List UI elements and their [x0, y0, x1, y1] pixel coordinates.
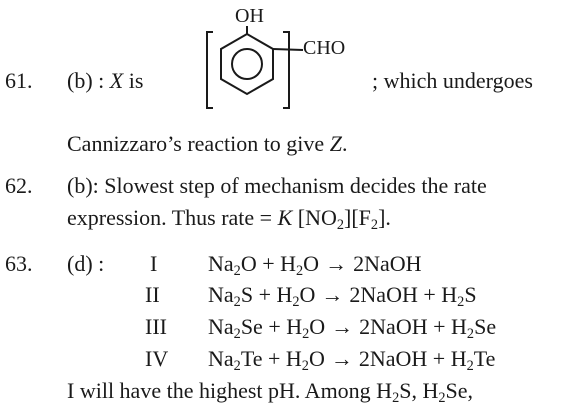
reaction-equation: Na2O + H2O→2NaOH	[208, 251, 422, 279]
product2-end: Te	[473, 346, 496, 371]
q61-option: (b)	[67, 68, 93, 93]
water-end: O	[308, 346, 325, 371]
q61-colon: :	[98, 68, 105, 93]
water: H	[285, 346, 302, 371]
plus-sign: +	[423, 282, 436, 307]
water-sub: 2	[296, 263, 304, 279]
q62-option: (b)	[67, 173, 93, 198]
q62-sub-f2: 2	[370, 217, 379, 233]
product: 2NaOH	[358, 346, 428, 371]
q63-colon: :	[98, 251, 105, 276]
reactant-sub: 2	[233, 326, 241, 342]
plus-sign: +	[432, 346, 446, 371]
plus-sign: +	[268, 314, 281, 339]
q62-k-var: K	[277, 205, 293, 230]
reaction-label: II	[145, 282, 160, 307]
reactant: Na	[208, 251, 234, 276]
q61-rest: ; which undergoes	[372, 68, 533, 93]
plus-sign: +	[267, 346, 281, 371]
q63-option: (d)	[67, 251, 93, 276]
q63-conclusion: I will have the highest pH. Among H2S, H…	[67, 378, 474, 406]
q62-number: 62.	[5, 173, 33, 198]
conclusion-mid: S, H	[399, 378, 439, 403]
water-sub: 2	[292, 294, 300, 310]
plus-sign: +	[258, 282, 271, 307]
reactant-sub: 2	[233, 358, 241, 374]
product2-end: S	[464, 282, 477, 307]
product2-sub: 2	[457, 294, 465, 310]
reactant: Na	[208, 282, 234, 307]
q61-x-var: X	[109, 68, 124, 93]
q62-text1: : Slowest step of mechanism decides the …	[92, 173, 487, 198]
conclusion-sub2: 2	[438, 390, 446, 406]
cho-label: CHO	[303, 37, 346, 59]
water: H	[280, 251, 297, 276]
reactant-end: Te	[240, 346, 263, 371]
q62-f: ][F	[344, 205, 371, 230]
arrow-icon: →	[331, 314, 354, 339]
q61-line1: (b) : X is	[67, 70, 143, 92]
q62-end: ].	[378, 205, 391, 230]
arrow-icon: →	[325, 251, 348, 276]
reactant-end: Se	[240, 314, 263, 339]
product2-sub: 2	[466, 326, 475, 342]
reaction-label: IV	[145, 346, 169, 371]
product2: H	[441, 282, 458, 307]
product2: H	[451, 314, 467, 339]
q61-line2-text: Cannizzaro’s reaction to give	[67, 131, 325, 156]
q61-z-var: Z	[329, 131, 342, 156]
arrow-icon: →	[330, 346, 353, 371]
q63-number: 63.	[5, 251, 33, 276]
reactant-end: O	[240, 251, 257, 276]
reactant: Na	[208, 314, 234, 339]
water-sub: 2	[302, 326, 310, 342]
benzene-ring-icon	[206, 26, 304, 109]
q61-line2: Cannizzaro’s reaction to give Z.	[67, 133, 347, 155]
product2-end: Se	[474, 314, 497, 339]
plus-sign: +	[262, 251, 275, 276]
conclusion-text: I will have the highest pH. Among H	[67, 378, 393, 403]
q61-period: .	[341, 131, 348, 156]
product2-sub: 2	[466, 358, 474, 374]
product: 2NaOH	[359, 314, 428, 339]
plus-sign: +	[433, 314, 446, 339]
water: H	[286, 314, 303, 339]
arrow-icon: →	[321, 282, 344, 307]
q63-option-line: (d) :	[67, 253, 104, 275]
water-sub: 2	[301, 358, 309, 374]
conclusion-end: Se,	[445, 378, 474, 403]
conclusion-sub1: 2	[392, 390, 400, 406]
reactant-sub: 2	[233, 263, 241, 279]
q62-text2-pre: expression. Thus rate =	[67, 205, 278, 230]
q61-number: 61.	[5, 68, 33, 93]
product2: H	[450, 346, 467, 371]
reactant: Na	[208, 346, 234, 371]
reaction-label: III	[145, 314, 167, 339]
product: 2NaOH	[349, 282, 418, 307]
salicylaldehyde-structure-icon: OH CHO	[205, 2, 355, 114]
reactant-sub: 2	[233, 294, 241, 310]
reaction-equation: Na2Se + H2O→2NaOH + H2Se	[208, 314, 497, 342]
q62-no: [NO	[292, 205, 337, 230]
q62-line2: expression. Thus rate = K [NO2][F2].	[67, 205, 391, 233]
water-end: O	[303, 251, 320, 276]
water: H	[276, 282, 293, 307]
oh-label: OH	[235, 5, 264, 27]
reactant-end: S	[240, 282, 254, 307]
q62-sub-no2: 2	[336, 217, 345, 233]
reaction-equation: Na2Te + H2O→2NaOH + H2Te	[208, 346, 496, 374]
reaction-label: I	[150, 251, 158, 276]
reaction-equation: Na2S + H2O→2NaOH + H2S	[208, 282, 477, 310]
q61-is: is	[128, 68, 144, 93]
product: 2NaOH	[353, 251, 422, 276]
water-end: O	[299, 282, 316, 307]
q62-line1: (b): Slowest step of mechanism decides t…	[67, 175, 487, 197]
water-end: O	[309, 314, 326, 339]
